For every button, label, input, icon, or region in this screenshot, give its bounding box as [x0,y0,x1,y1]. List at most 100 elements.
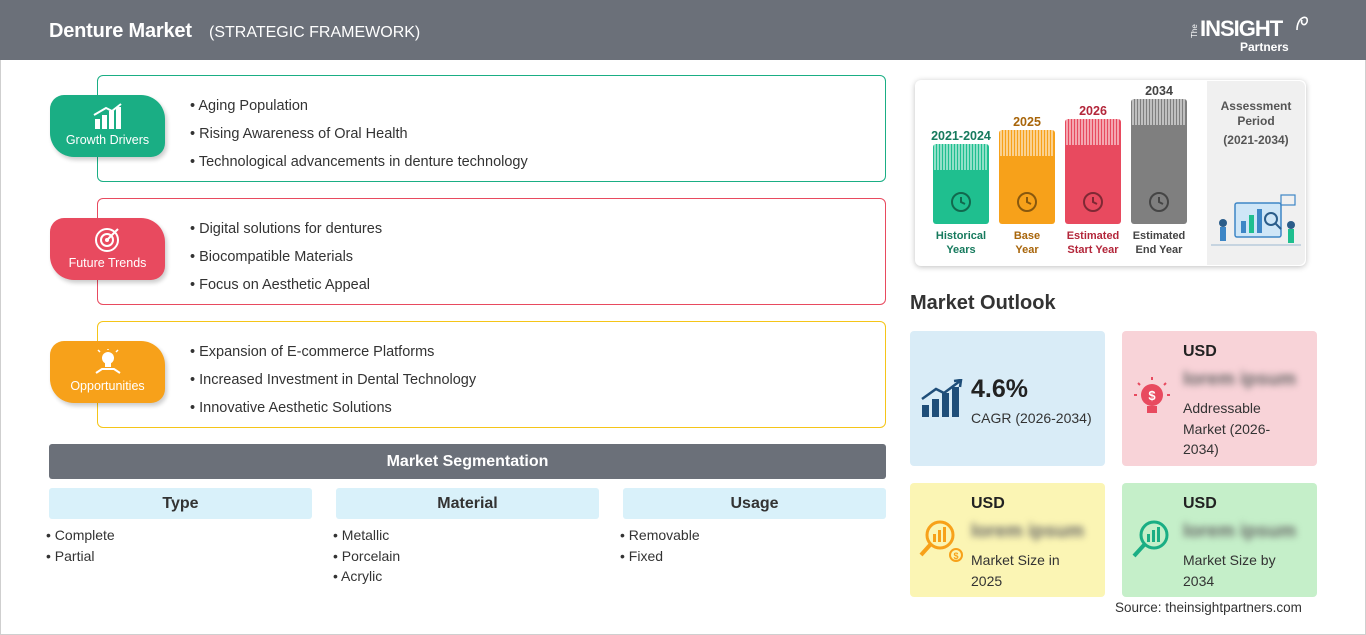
size-2025-value: lorem ipsum [971,521,1084,542]
growth-chart-icon [93,103,122,129]
size-2025-label: Market Size in 2025 [971,552,1060,589]
list-item: • Partial [46,547,95,564]
history-icon [951,192,971,212]
segment-list: • Complete • Partial [46,525,312,566]
addressable-value: lorem ipsum [1183,369,1296,390]
market-outlook-title: Market Outlook [910,292,1056,314]
market-size-2025-card: $ USD lorem ipsum Market Size in 2025 [910,483,1105,597]
segment-head: Type [49,488,312,519]
addressable-usd: USD [1183,343,1217,360]
list-item: • Acrylic [333,568,383,584]
period-label-line: End Year [1135,244,1183,256]
insight-partners-logo: The INSIGHT Partners [1190,10,1320,54]
future-trends-list: • Digital solutions for dentures • Bioco… [190,215,382,299]
future-trends-label: Future Trends [68,256,147,270]
logo-the-text: The [1190,24,1199,38]
period-bar [933,144,989,224]
analytics-people-icon [1211,194,1301,246]
magnifier-chart-icon: $ [919,520,963,562]
logo-insight-text: INSIGHT [1200,16,1283,41]
calendar-icon [1017,192,1037,212]
list-item: • Focus on Aesthetic Appeal [190,277,371,293]
opportunities-label: Opportunities [70,379,145,393]
period-label-line: Year [1015,244,1039,256]
opportunities-list: • Expansion of E-commerce Platforms • In… [190,338,476,422]
list-item: • Porcelain [333,547,401,564]
assessment-panel: Assessment Period (2021-2034) [1207,81,1305,265]
period-label-line: Base [1013,230,1041,242]
list-item: • Innovative Aesthetic Solutions [190,400,392,416]
list-item: • Technological advancements in denture … [190,154,528,170]
period-bar [999,130,1055,224]
target-icon [95,228,119,252]
list-item: • Expansion of E-commerce Platforms [190,344,435,360]
header-bar: Denture Market (STRATEGIC FRAMEWORK) The… [0,0,1366,60]
segment-list: • Removable • Fixed [620,525,886,566]
list-item: • Digital solutions for dentures [190,221,383,237]
list-item: • Increased Investment in Dental Technol… [190,372,477,388]
list-item: • Biocompatible Materials [190,249,354,265]
cagr-value: 4.6% [971,375,1028,403]
source-text: Source: theinsightpartners.com [1115,600,1302,615]
segment-head: Usage [623,488,886,519]
lightbulb-hand-icon [95,349,121,374]
cagr-label: CAGR (2026-2034) [971,410,1092,426]
growth-bars-icon [921,379,963,417]
period-year: 2025 [1013,115,1041,129]
growth-drivers-list: • Aging Population • Rising Awareness of… [190,92,528,176]
assessment-range: (2021-2034) [1223,133,1289,147]
monitor-icon [1149,192,1169,212]
page-title: Denture Market [49,20,192,42]
presentation-icon [1083,192,1103,212]
list-item: • Complete [46,527,115,543]
svg-text:$: $ [953,551,958,561]
magnifier-growth-icon [1132,520,1169,558]
period-year: 2026 [1079,104,1107,118]
growth-drivers-tag: Growth Drivers [50,95,165,157]
period-label-line: Estimated [1132,230,1186,242]
opportunities-box: • Expansion of E-commerce Platforms • In… [97,321,886,428]
period-label-line: Start Year [1067,244,1119,256]
future-trends-tag: Future Trends [50,218,165,280]
growth-drivers-label: Growth Drivers [65,133,150,147]
future-trends-box: • Digital solutions for dentures • Bioco… [97,198,886,305]
market-size-2034-card: USD lorem ipsum Market Size by 2034 [1122,483,1317,597]
addressable-market-card: $ USD lorem ipsum Addressable Market (20… [1122,331,1317,466]
svg-text:$: $ [1148,388,1156,403]
growth-drivers-box: • Aging Population • Rising Awareness of… [97,75,886,182]
opportunities-tag: Opportunities [50,341,165,403]
size-2034-value: lorem ipsum [1183,521,1296,542]
size-2025-usd: USD [971,495,1005,512]
period-label-line: Years [946,244,976,256]
logo-arc-icon [1296,16,1308,31]
logo-partners-text: Partners [1240,40,1289,54]
segment-list: • Metallic • Porcelain • Acrylic [333,525,599,587]
period-year: 2034 [1145,84,1173,98]
addressable-label: Addressable Market (2026-2034) [1183,400,1271,457]
period-year: 2021-2024 [931,129,991,143]
bar-stripes [1000,130,1053,156]
period-bar [1131,99,1187,224]
size-2034-usd: USD [1183,495,1217,512]
segment-column-type: Type • Complete • Partial [46,488,312,566]
list-item: • Aging Population [190,98,308,114]
bar-stripes [1132,99,1185,125]
list-item: • Rising Awareness of Oral Health [190,126,408,142]
assessment-title: Assessment Period [1220,99,1292,128]
lightbulb-dollar-icon: $ [1134,377,1170,413]
segment-column-usage: Usage • Removable • Fixed [620,488,886,566]
period-bar [1065,119,1121,224]
size-2034-label: Market Size by 2034 [1183,552,1276,589]
list-item: • Metallic [333,527,390,543]
segmentation-title: Market Segmentation [49,444,886,479]
segment-column-material: Material • Metallic • Porcelain • Acryli… [333,488,599,587]
period-label-line: Estimated [1066,230,1120,242]
segment-head: Material [336,488,599,519]
page-subtitle: (STRATEGIC FRAMEWORK) [209,24,421,41]
list-item: • Fixed [620,547,664,564]
bar-stripes [934,144,987,170]
